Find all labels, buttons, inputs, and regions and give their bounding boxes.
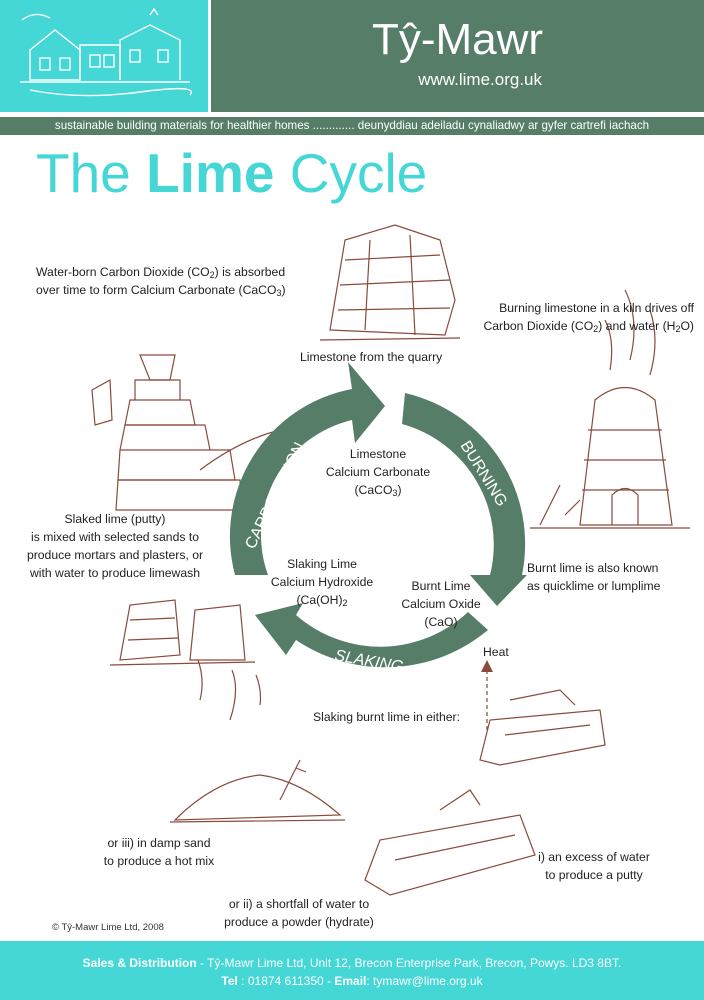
kiln-sketch-icon: [530, 289, 690, 529]
website-link[interactable]: www.lime.org.uk: [418, 70, 542, 89]
mixing-sketch-icon: [109, 599, 256, 666]
brand-panel: [211, 0, 704, 112]
note-option-i: i) an excess of water to produce a putty: [538, 850, 650, 882]
note-quarry: Limestone from the quarry: [300, 350, 443, 364]
burning-arrow: [402, 393, 527, 606]
node-slaking-lime: Slaking Lime Calcium Hydroxide (Ca(OH)2: [262, 555, 382, 609]
footer-contact: Tel : 01874 611350 - Email: tymawr@lime.…: [221, 974, 483, 988]
node-burnt-lime: Burnt Lime Calcium Oxide (CaO): [386, 577, 496, 631]
node-burnt-formula: (CaO): [424, 615, 458, 629]
footer-email-link[interactable]: : tymawr@lime.org.uk: [366, 974, 483, 988]
node-slaking-formula: (Ca(OH)2: [296, 593, 348, 608]
note-option-iii: or iii) in damp sand to produce a hot mi…: [103, 836, 215, 868]
node-limestone: Limestone Calcium Carbonate (CaCO3): [318, 445, 438, 499]
title-part-2: Cycle: [274, 142, 428, 204]
carbonation-arrow: [229, 362, 385, 575]
page-title: The Lime Cycle: [36, 140, 427, 206]
node-slaking-name: Slaking Lime: [287, 557, 357, 571]
note-slaking-options: Slaking burnt lime in either:: [313, 710, 460, 724]
note-slaked-lime: Slaked lime (putty) is mixed with select…: [26, 512, 204, 580]
tagline-bar: sustainable building materials for healt…: [0, 117, 704, 135]
node-burnt-name: Burnt Lime: [411, 579, 471, 593]
note-quicklime: Burnt lime is also known as quicklime or…: [527, 561, 661, 593]
brand-name: Tŷ-Mawr: [371, 15, 544, 64]
slaking-trough-sketch-icon: [364, 689, 606, 896]
title-bold: Lime: [146, 142, 275, 204]
heat-arrow-icon: [481, 660, 493, 730]
node-slaking-compound: Calcium Hydroxide: [270, 575, 374, 589]
node-limestone-formula: (CaCO3): [354, 483, 402, 498]
note-burning: Burning limestone in a kiln drives off C…: [483, 301, 694, 334]
quarry-sketch-icon: [319, 224, 461, 341]
note-heat: Heat: [483, 645, 509, 659]
note-option-ii: or ii) a shortfall of water to produce a…: [224, 897, 374, 929]
node-limestone-name: Limestone: [349, 447, 407, 461]
sand-pile-sketch-icon: [169, 659, 346, 823]
slaking-arrow: [255, 603, 488, 668]
wall-sketch-icon: [91, 354, 281, 511]
node-limestone-compound: Calcium Carbonate: [325, 465, 431, 479]
copyright: © Tŷ-Mawr Lime Ltd, 2008: [52, 922, 164, 933]
node-burnt-compound: Calcium Oxide: [401, 597, 481, 611]
note-carbonation: Water-born Carbon Dioxide (CO2) is absor…: [36, 265, 286, 298]
footer: Sales & Distribution - Tŷ-Mawr Lime Ltd,…: [0, 941, 704, 1000]
footer-sales: Sales & Distribution - Tŷ-Mawr Lime Ltd,…: [82, 956, 622, 970]
house-logo-icon: [20, 7, 193, 97]
logo-panel: [0, 0, 208, 112]
title-part-1: The: [36, 142, 147, 204]
